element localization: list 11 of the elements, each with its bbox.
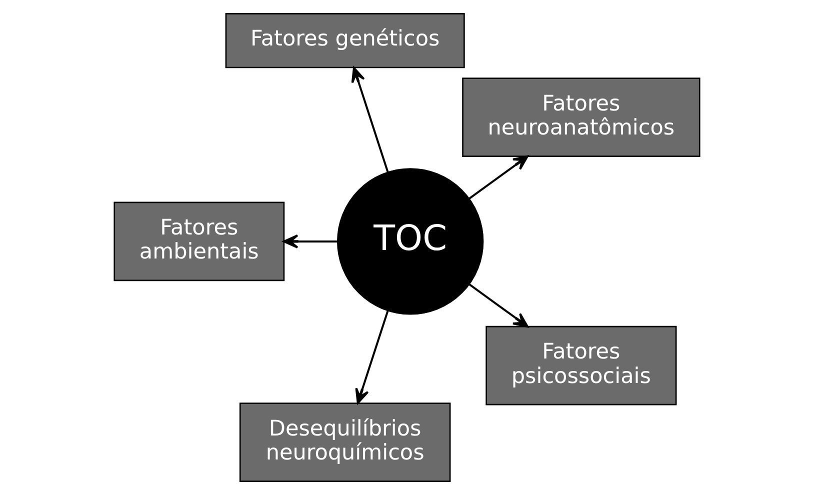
arrow [468,283,528,328]
arrow [468,155,528,200]
node-circle: TOC [336,168,484,315]
node-box: Fatores neuroanatômicos [462,78,700,158]
node-box: Fatores psicossociais [485,326,676,406]
arrow [350,66,388,173]
arrow [354,310,388,404]
node-box: Fatores ambientais [113,202,284,282]
arrow [282,234,338,249]
node-box: Desequilíbrios neuroquímicos [238,402,450,482]
node-box: Fatores genéticos [224,13,464,68]
